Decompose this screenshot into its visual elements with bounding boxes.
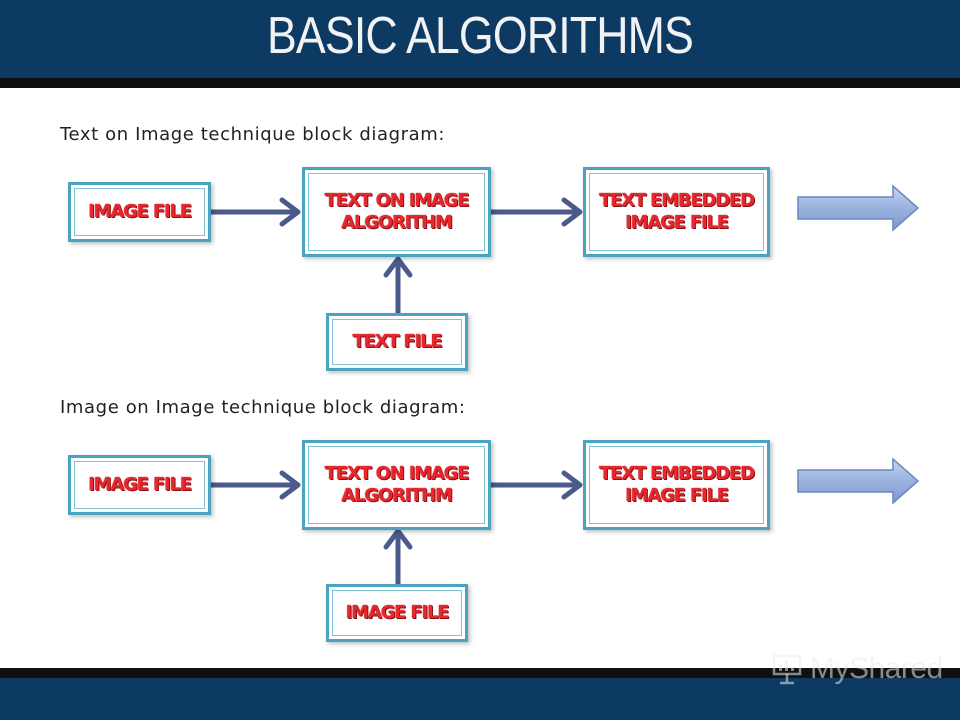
block-label: IMAGE FILE xyxy=(88,474,192,495)
block-image-file-bottom-2: IMAGE FILE xyxy=(326,584,468,642)
block-algorithm-1: TEXT ON IMAGE ALGORITHM xyxy=(302,167,491,257)
title-divider xyxy=(0,78,960,88)
watermark: MyShared xyxy=(770,652,943,686)
block-label-line-2: ALGORITHM xyxy=(341,212,453,233)
connector-algorithm-to-output-2 xyxy=(488,470,583,500)
presentation-icon xyxy=(772,654,802,685)
block-algorithm-2: TEXT ON IMAGE ALGORITHM xyxy=(302,440,491,530)
diagram-heading-2: Image on Image technique block diagram: xyxy=(60,397,466,418)
block-image-file-2: IMAGE FILE xyxy=(68,455,211,515)
diagram-heading-1: Text on Image technique block diagram: xyxy=(60,124,446,145)
block-arrow-2 xyxy=(797,457,920,505)
block-output-1: TEXT EMBEDDED IMAGE FILE xyxy=(583,167,770,257)
title-bar xyxy=(0,0,960,78)
connector-textfile-to-algorithm-1 xyxy=(383,256,413,316)
connector-image-to-algorithm-1 xyxy=(208,197,301,227)
footer-bar xyxy=(0,678,960,720)
watermark-text: MyShared xyxy=(810,652,943,685)
block-output-2: TEXT EMBEDDED IMAGE FILE xyxy=(583,440,770,530)
block-label: TEXT FILE xyxy=(352,331,443,352)
footer-divider xyxy=(0,668,960,678)
block-label-line-1: TEXT ON IMAGE xyxy=(324,190,470,211)
block-arrow-1 xyxy=(797,184,920,232)
block-label-line-1: TEXT EMBEDDED xyxy=(599,190,755,211)
connector-imagefile-to-algorithm-2 xyxy=(383,528,413,587)
block-label-line-2: ALGORITHM xyxy=(341,485,453,506)
block-label: IMAGE FILE xyxy=(345,602,450,623)
block-text-file-1: TEXT FILE xyxy=(326,313,468,371)
slide-title: BASIC ALGORITHMS xyxy=(266,7,694,65)
connector-algorithm-to-output-1 xyxy=(488,197,583,227)
block-label: IMAGE FILE xyxy=(88,201,192,222)
connector-image-to-algorithm-2 xyxy=(208,470,301,500)
block-label-line-1: TEXT EMBEDDED xyxy=(599,463,755,484)
block-label-line-2: IMAGE FILE xyxy=(625,485,729,506)
block-image-file-1: IMAGE FILE xyxy=(68,182,211,242)
block-label-line-1: TEXT ON IMAGE xyxy=(324,463,470,484)
block-label-line-2: IMAGE FILE xyxy=(625,212,729,233)
